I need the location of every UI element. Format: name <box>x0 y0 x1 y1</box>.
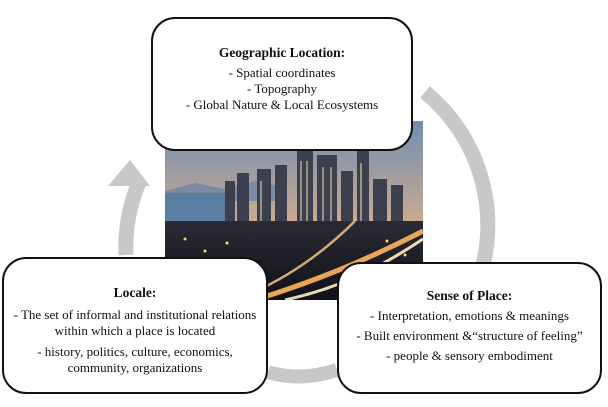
geographic-location-item: - Spatial coordinates <box>228 65 336 80</box>
locale-item: - The set of informal and institutional … <box>13 307 257 338</box>
sense-of-place-item: - Built environment &“structure of feeli… <box>356 328 583 343</box>
building-windows <box>260 161 362 227</box>
geographic-location-item: - Global Nature & Local Ecosystems <box>185 97 379 112</box>
geographic-location-box: Geographic Location: - Spatial coordinat… <box>151 17 413 151</box>
geographic-location-item: - Topography <box>247 81 317 96</box>
sense-of-place-title: Sense of Place: <box>426 288 513 303</box>
sense-of-place-box: Sense of Place: - Interpretation, emotio… <box>337 262 602 394</box>
cycle-arc-left <box>118 176 147 256</box>
locale-item: - history, politics, culture, economics,… <box>37 344 233 375</box>
sense-of-place-item: - people & sensory embodiment <box>386 348 553 363</box>
geographic-location-title: Geographic Location: <box>218 45 346 60</box>
highway-lights-a <box>254 228 423 300</box>
cycle-arc-bottom <box>265 363 340 384</box>
water <box>165 193 235 223</box>
locale-title: Locale: <box>113 285 157 300</box>
locale-box: Locale: - The set of informal and instit… <box>2 257 268 394</box>
sense-of-place-item: - Interpretation, emotions & meanings <box>370 308 569 323</box>
cycle-arrowhead <box>108 160 150 186</box>
